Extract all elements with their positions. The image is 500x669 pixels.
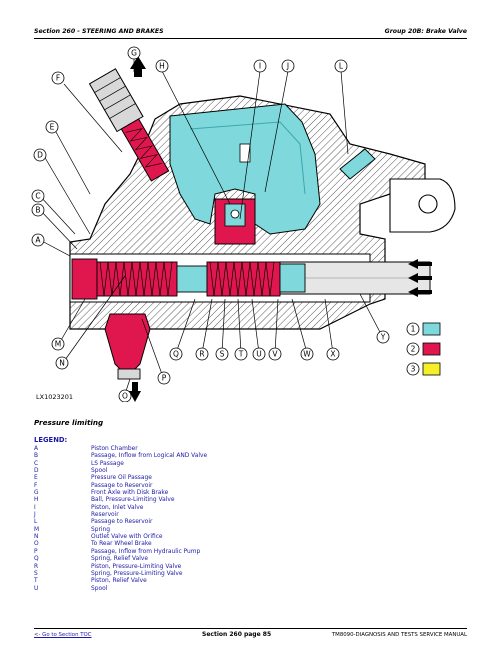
svg-text:B: B — [35, 206, 40, 215]
svg-text:U: U — [256, 350, 262, 359]
rear-brake-fitting — [104, 313, 151, 380]
page-number: Section 260 page 85 — [202, 631, 272, 638]
svg-text:D: D — [37, 151, 43, 160]
svg-text:2: 2 — [411, 345, 416, 354]
svg-text:G: G — [131, 49, 137, 58]
legend-title: LEGEND: — [34, 436, 68, 444]
callout-labels: G H I J L F E D C B A M N O P Q R S T U … — [31, 46, 390, 402]
brake-valve-diagram: G H I J L F E D C B A M N O P Q R S T U … — [31, 46, 456, 402]
page-header: Section 260 - STEERING AND BRAKES Group … — [34, 27, 467, 39]
svg-text:W: W — [303, 350, 311, 359]
svg-text:H: H — [159, 62, 165, 71]
figure-caption: Pressure limiting — [34, 418, 104, 427]
front-axle-fitting — [88, 68, 170, 182]
page-footer: <- Go to Section TOC Section 260 page 85… — [34, 628, 467, 640]
svg-text:Q: Q — [173, 350, 179, 359]
svg-text:T: T — [238, 350, 244, 359]
svg-text:X: X — [330, 350, 335, 359]
svg-text:O: O — [122, 392, 128, 401]
svg-text:1: 1 — [411, 325, 416, 334]
svg-text:V: V — [272, 350, 278, 359]
flow-arrows — [129, 56, 432, 402]
svg-text:J: J — [286, 62, 289, 71]
svg-text:A: A — [35, 236, 41, 245]
group-title: Group 20B: Brake Valve — [384, 28, 467, 35]
svg-text:E: E — [50, 123, 55, 132]
section-title: Section 260 - STEERING AND BRAKES — [34, 28, 164, 35]
svg-text:I: I — [259, 62, 261, 71]
svg-text:M: M — [55, 340, 61, 349]
spring-left — [99, 261, 173, 297]
svg-text:R: R — [199, 350, 204, 359]
svg-text:S: S — [220, 350, 225, 359]
svg-text:Y: Y — [380, 333, 386, 342]
manual-title: TM8090-DIAGNOSIS AND TESTS SERVICE MANUA… — [331, 632, 467, 638]
figure-id: LX1023201 — [36, 393, 73, 401]
svg-text:P: P — [162, 374, 167, 383]
color-key: 1 2 3 — [406, 322, 441, 376]
svg-text:L: L — [339, 62, 344, 71]
svg-text:3: 3 — [411, 365, 416, 374]
svg-text:F: F — [56, 74, 60, 83]
svg-text:N: N — [59, 359, 65, 368]
svg-text:C: C — [35, 192, 40, 201]
toc-link[interactable]: <- Go to Section TOC — [34, 632, 92, 638]
